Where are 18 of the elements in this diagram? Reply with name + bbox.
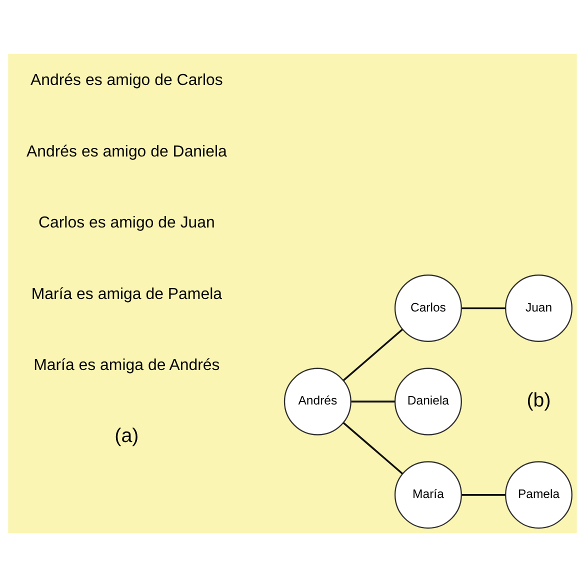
label: Andrés es amigo de Daniela [26,142,227,160]
connector [342,422,404,474]
label: Carlos es amigo de Juan [38,214,215,232]
node-circle: Andrés [284,367,352,435]
label: María es amiga de Pamela [31,285,222,302]
connector [351,400,395,402]
node-circle: Juan [504,274,573,342]
label: Andrés es amigo de Carlos [30,72,223,89]
connector [462,306,506,309]
connector [462,494,506,496]
label: María es amiga de Andrés [34,356,220,374]
node-circle: Pamela [504,460,573,528]
node-circle: María [394,460,462,528]
node-circle: Carlos [394,274,462,342]
label: (a) [114,424,139,446]
label: (b) [526,388,551,411]
connector [342,328,404,381]
node-circle: Daniela [394,367,462,435]
